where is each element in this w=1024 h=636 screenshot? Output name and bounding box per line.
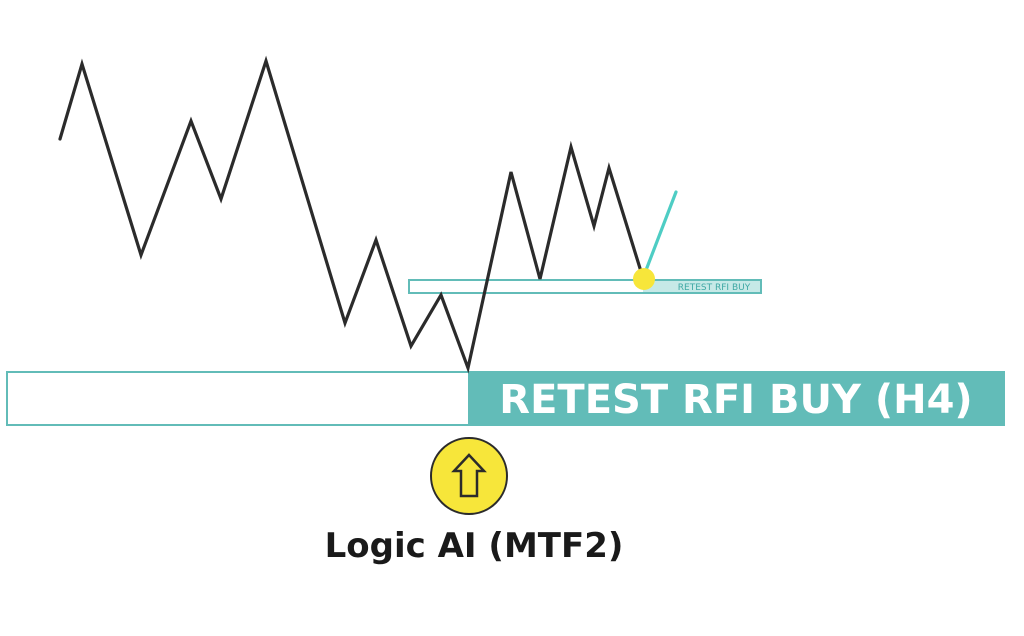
big-zone-fill [468,372,1004,425]
signal-circle [430,437,508,515]
signal-badge [430,437,508,515]
caption: Logic AI (MTF2) [325,526,624,566]
projection-line [641,190,678,280]
small-zone-label: RETEST RFI BUY [678,283,751,293]
retest-dot-icon [633,268,655,290]
small-zone-fill [643,281,760,292]
big-zone-label: RETEST RFI BUY (H4) [499,377,972,423]
up-arrow-icon [451,453,487,498]
price-path [58,55,645,374]
